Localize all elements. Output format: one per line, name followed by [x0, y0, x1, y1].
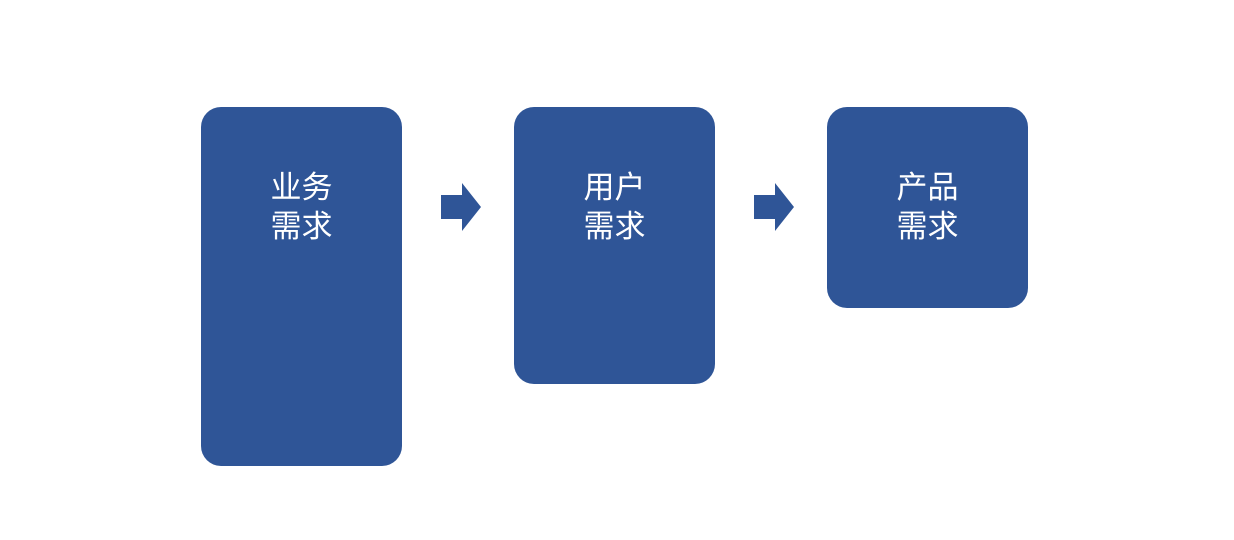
product-requirement-box: 产品 需求 — [827, 107, 1028, 308]
box-label-line: 业务 — [270, 170, 333, 206]
user-requirement-label: 用户 需求 — [514, 169, 715, 247]
right-arrow-icon — [754, 183, 794, 231]
box-label-line: 产品 — [896, 170, 959, 206]
box-label-line: 需求 — [270, 209, 333, 245]
product-requirement-label: 产品 需求 — [827, 169, 1028, 247]
user-requirement-box: 用户 需求 — [514, 107, 715, 384]
business-requirement-label: 业务 需求 — [201, 169, 402, 247]
box-label-line: 用户 — [583, 170, 646, 206]
box-label-line: 需求 — [583, 209, 646, 245]
business-requirement-box: 业务 需求 — [201, 107, 402, 466]
box-label-line: 需求 — [896, 209, 959, 245]
right-arrow-icon — [441, 183, 481, 231]
